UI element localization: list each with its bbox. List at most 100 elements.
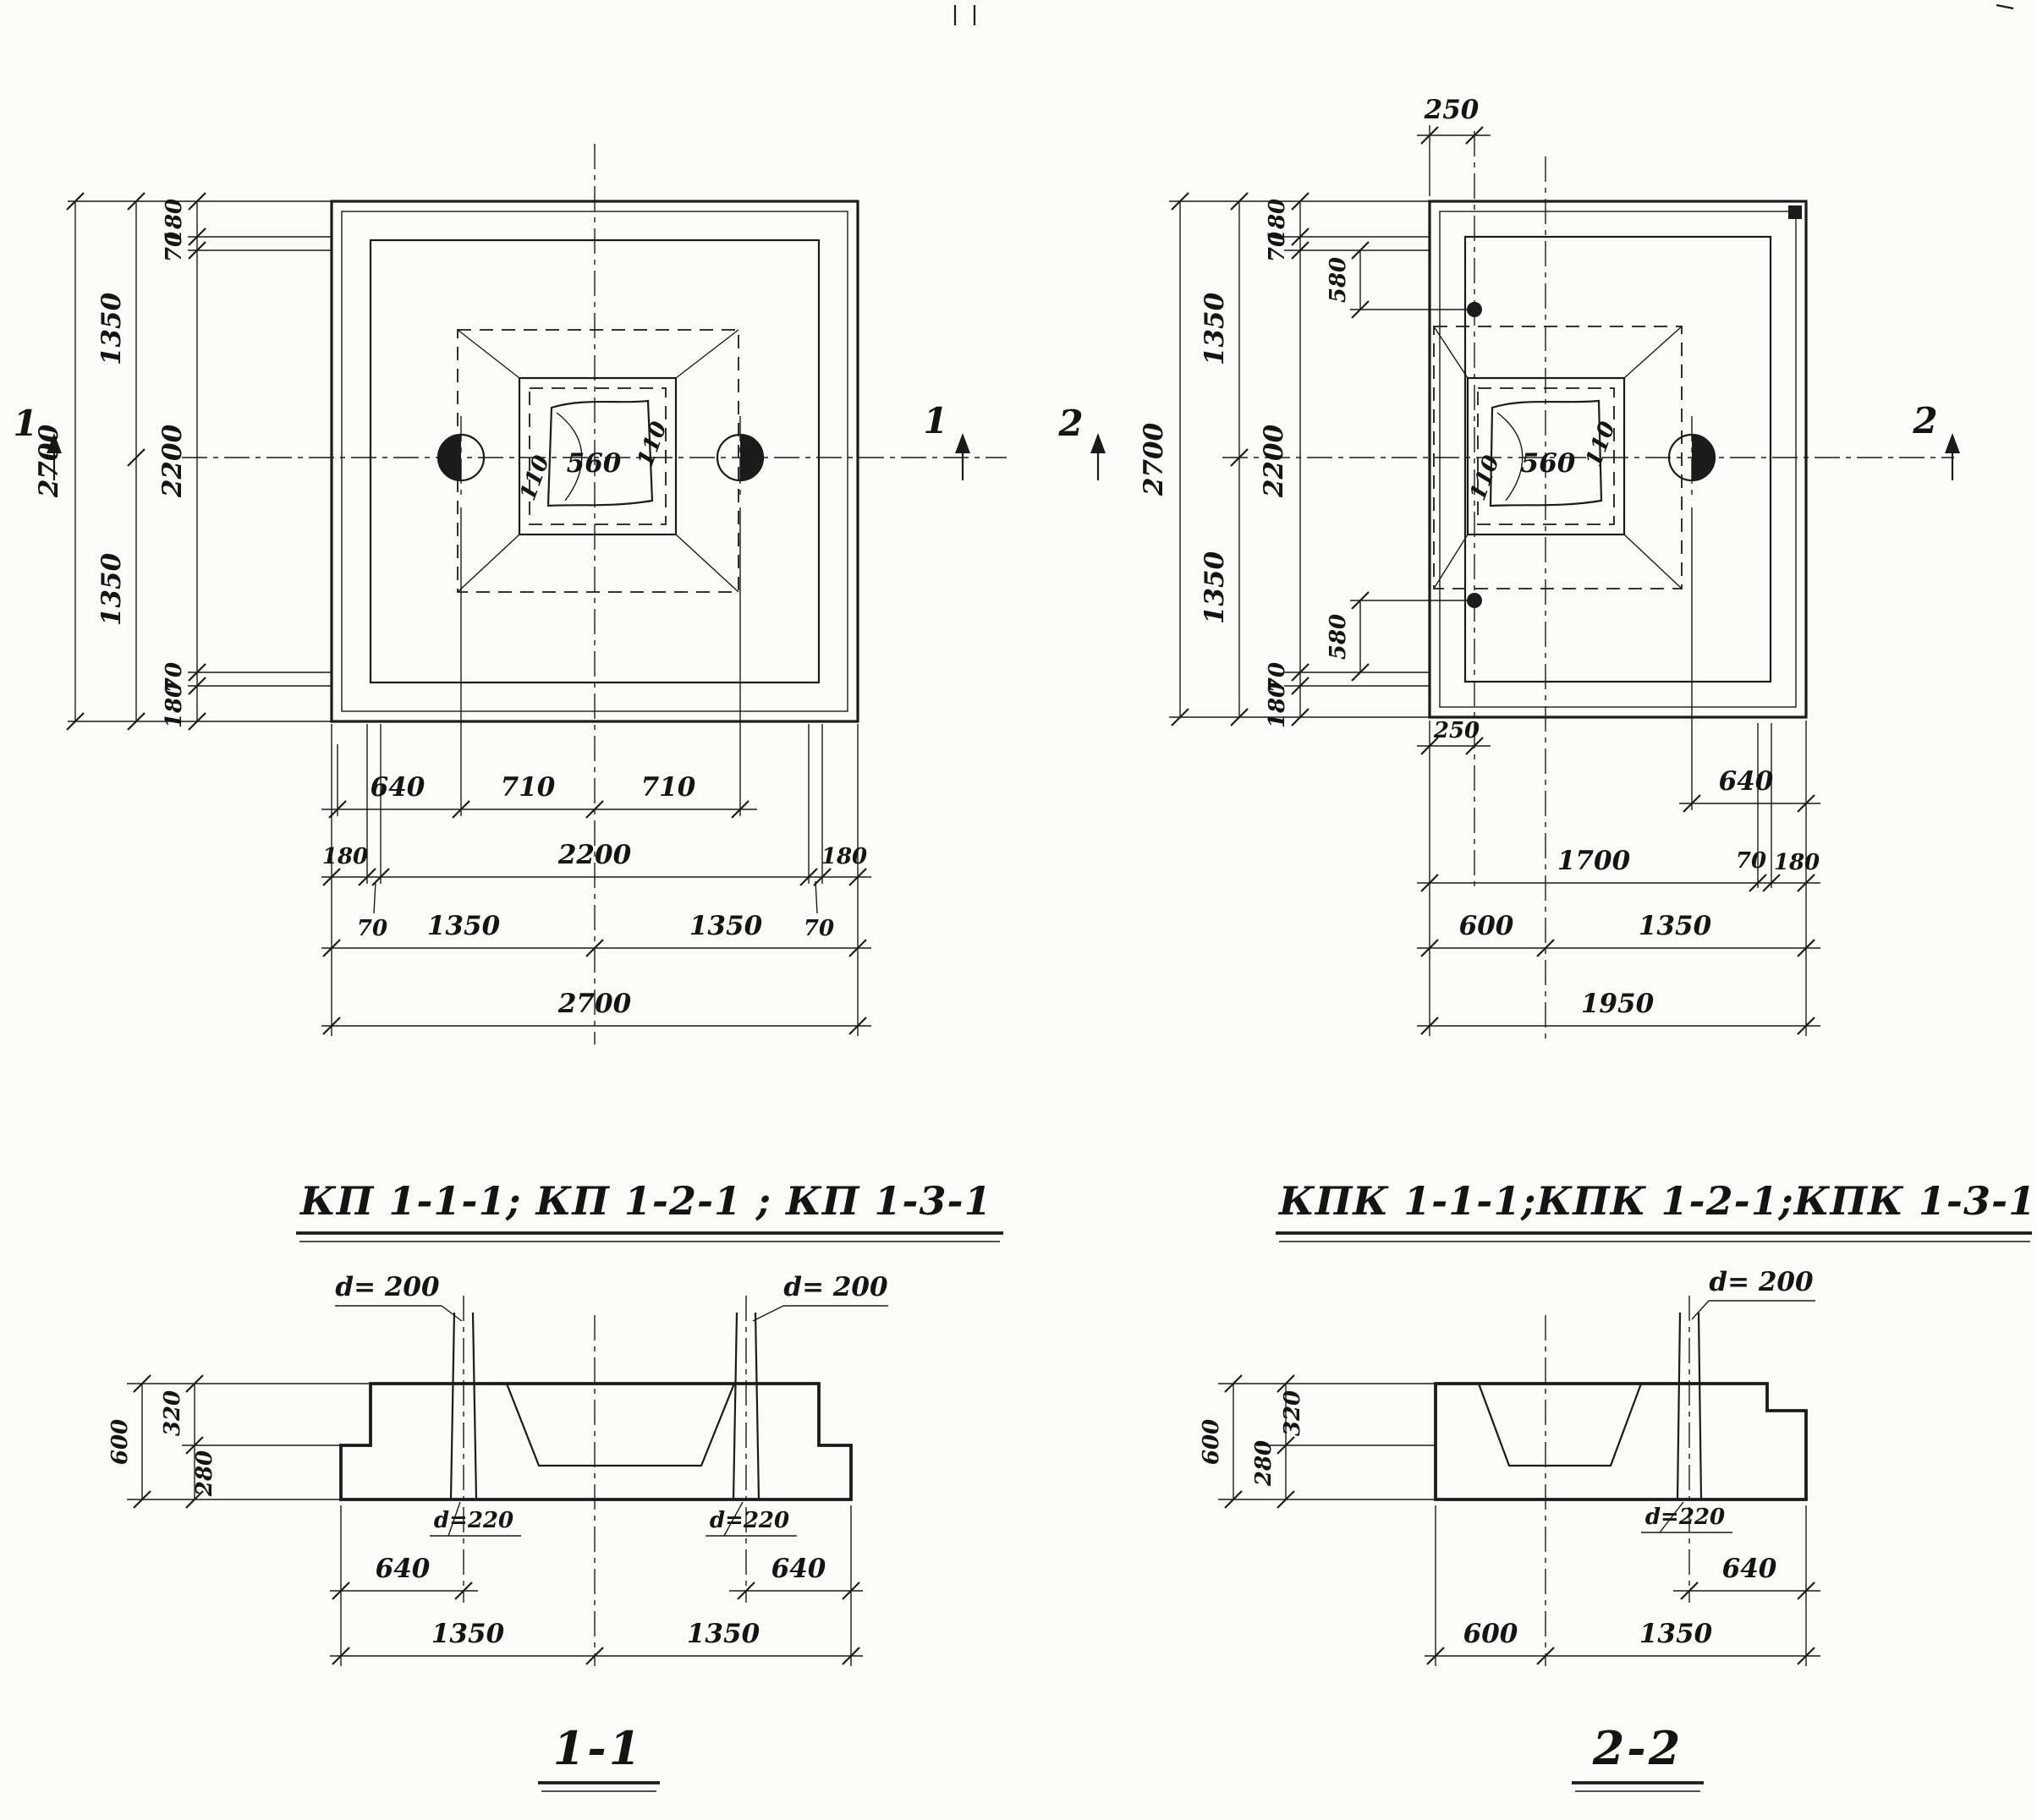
section-1-body: [339, 1296, 853, 1666]
label-d200-s2: d= 200: [1709, 1267, 1814, 1297]
dim-1350-ha: 1350: [427, 911, 501, 941]
dim-1700: 1700: [1557, 846, 1631, 876]
dim-580-top: 580: [1326, 257, 1351, 303]
pocket-section-2: [1477, 1383, 1643, 1467]
dim-640-s1-l: 640: [376, 1554, 431, 1584]
section-1-pipe-labels: d= 200 d= 200 d=220 d=220: [335, 1272, 888, 1537]
dim-1350-s2: 1350: [1639, 1619, 1713, 1649]
dim-280-s2: 280: [1251, 1440, 1277, 1487]
plan-left-section-marks: 1 1: [13, 400, 970, 480]
dim-1350-v-top: 1350: [96, 292, 127, 365]
label-d220-left: d=220: [434, 1508, 513, 1533]
dim-250-bot: 250: [1433, 718, 1480, 743]
dim-180-bot: 180: [162, 682, 187, 728]
plan-left-centerlines: [182, 144, 1007, 1044]
dim-640-r-plan: 640: [1719, 766, 1774, 797]
section-2-body: [1434, 1296, 1808, 1666]
section-2-pipe-labels: d= 200 d=220: [1641, 1267, 1815, 1533]
dim-1350-hb: 1350: [689, 911, 763, 941]
edge-marks: [953, 3, 2014, 25]
dim-1350-plan-r: 1350: [1639, 911, 1712, 941]
plan-right-title: КПК 1-1-1;КПК 1-2-1;КПК 1-3-1: [1277, 1178, 2036, 1224]
dim-180-top: 180: [162, 199, 187, 244]
label-d200-right: d= 200: [783, 1272, 888, 1302]
plan-right-dims-top: 250: [1417, 95, 1491, 196]
pocket-scribble: [556, 412, 583, 502]
dim-250-top: 250: [1424, 95, 1480, 125]
dim-1350-s1-b: 1350: [687, 1619, 760, 1649]
section-1-dims-left: 600 320 280: [107, 1373, 371, 1510]
dim-280-s1: 280: [192, 1450, 217, 1497]
dim-640-s1-r: 640: [771, 1554, 826, 1584]
plan-right-dims-left: 580 580 180 70 2200 70 180 1350 1350 270…: [1139, 191, 1474, 728]
column-pocket-outline: [546, 399, 654, 507]
column-pocket-outline-right: [1489, 399, 1603, 507]
dim-180-br: 180: [1774, 850, 1820, 875]
dim-1350-v-top-r: 1350: [1200, 292, 1230, 365]
dim-560-right-plan: 560: [1521, 448, 1576, 479]
label-d220-right: d=220: [710, 1508, 789, 1533]
dim-2200-h: 2200: [557, 840, 632, 870]
dim-180-hr: 180: [821, 844, 867, 869]
dim-1350-v-bot: 1350: [96, 552, 127, 626]
dim-180-top-r: 180: [1265, 199, 1290, 244]
dim-70-top: 70: [162, 232, 187, 262]
label-d200-left: d= 200: [335, 1272, 440, 1302]
pocket-section-1: [505, 1383, 736, 1467]
pocket-scribble-right: [1496, 412, 1524, 502]
dim-70-hl: 70: [357, 916, 387, 941]
plan-right-dims-bottom: 250 640 1700 70 180 600 1350 1950: [1417, 507, 1820, 1036]
dim-2700-v: 2700: [34, 424, 64, 498]
dim-70-bot-r: 70: [1265, 662, 1290, 693]
section-1-label: 1-1: [553, 1721, 644, 1775]
title-plan-left: КП 1-1-1; КП 1-2-1 ; КП 1-3-1: [296, 1178, 1003, 1242]
section-mark-2-left: 2: [1057, 403, 1083, 444]
title-plan-right: КПК 1-1-1;КПК 1-2-1;КПК 1-3-1: [1276, 1178, 2036, 1242]
dim-1350-s1-a: 1350: [431, 1619, 505, 1649]
dim-600-s1: 600: [107, 1419, 133, 1465]
dim-600-s2-b: 600: [1463, 1619, 1518, 1649]
label-d220-s2: d=220: [1645, 1505, 1725, 1530]
dim-2200-v: 2200: [157, 424, 188, 498]
dim-2700-h: 2700: [557, 989, 632, 1019]
dim-70-br: 70: [1736, 848, 1766, 874]
section-2-title: 2-2: [1572, 1721, 1704, 1792]
dim-320-s1: 320: [160, 1390, 185, 1436]
dim-70-hr: 70: [804, 916, 834, 941]
dim-1950: 1950: [1581, 989, 1655, 1019]
section-1-dims-bottom: 640 640 1350 1350: [330, 1505, 863, 1666]
plan-left-title: КП 1-1-1; КП 1-2-1 ; КП 1-3-1: [299, 1178, 992, 1224]
dim-560-left-plan: 560: [567, 448, 622, 479]
dim-320-s2: 320: [1280, 1390, 1305, 1436]
dim-710-a: 710: [501, 772, 556, 803]
section-2-dims-left: 600 320 280: [1199, 1373, 1436, 1510]
dim-2200-v-r: 2200: [1259, 424, 1289, 498]
dim-710-b: 710: [641, 772, 696, 803]
dim-580-bot: 580: [1326, 614, 1351, 660]
plan-right-centerlines: [1222, 131, 1954, 1040]
dim-640-l: 640: [371, 772, 426, 803]
dim-600-plan: 600: [1459, 911, 1514, 941]
dim-640-s2: 640: [1722, 1554, 1777, 1584]
footing-outline-1: [339, 1382, 853, 1501]
plan-right-section-marks: 2 2: [1057, 400, 1960, 480]
plan-left-dims-left: 180 70 2200 70 180 1350 1350 2700: [34, 191, 332, 732]
dim-70-top-r: 70: [1265, 232, 1290, 262]
dim-180-hl: 180: [322, 844, 368, 869]
dim-2700-v-r: 2700: [1139, 422, 1169, 496]
footing-outline-2: [1434, 1382, 1808, 1501]
dim-1350-v-bot-r: 1350: [1200, 551, 1230, 624]
plan-right-pocket-labels: 560 110 110: [1465, 419, 1621, 504]
dim-110-rl: 110: [1465, 452, 1505, 504]
plan-left-dims-bottom: 640 710 710 180 2200 180 70 70 1350 1350…: [321, 507, 871, 1036]
section-2-label: 2-2: [1592, 1721, 1683, 1775]
plan-left-pocket-labels: 560 110 110: [515, 419, 673, 504]
section-mark-1-left: 1: [13, 403, 37, 444]
dim-70-bot: 70: [162, 662, 187, 693]
section-1-title: 1-1: [538, 1721, 660, 1792]
dim-600-s2: 600: [1199, 1419, 1224, 1465]
dim-180-bot-r: 180: [1265, 682, 1290, 728]
section-mark-2-right: 2: [1912, 400, 1937, 441]
